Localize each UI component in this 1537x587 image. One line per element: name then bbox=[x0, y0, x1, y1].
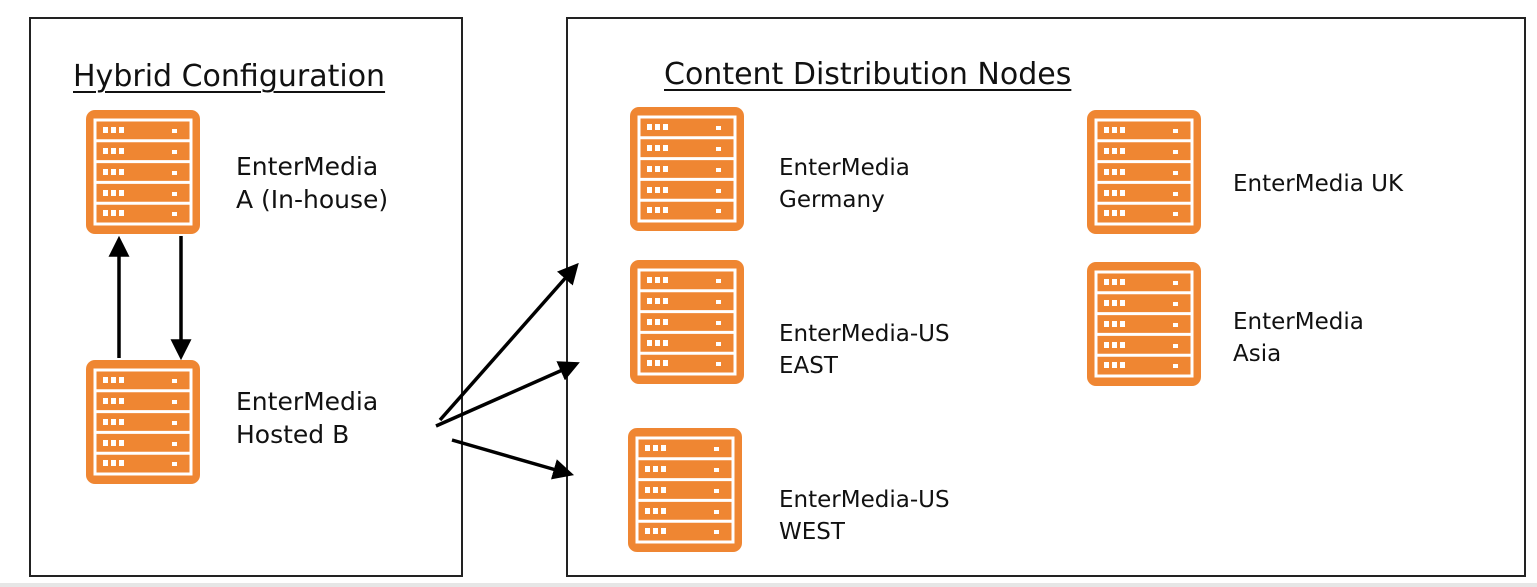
node-label-line: EnterMedia bbox=[779, 155, 910, 181]
arrow-b-to-germany bbox=[438, 262, 579, 422]
node-label-a: EnterMedia A (In-house) bbox=[236, 150, 388, 216]
node-label-line: EnterMedia bbox=[236, 152, 379, 181]
node-label-line: A (In-house) bbox=[236, 185, 389, 214]
node-label-asia: EnterMedia Asia bbox=[1233, 306, 1364, 370]
cdn-panel-title: Content Distribution Nodes bbox=[664, 57, 1072, 92]
node-label-germany: EnterMedia Germany bbox=[779, 152, 910, 216]
bottom-edge bbox=[0, 583, 1537, 587]
node-label-us-west: EnterMedia-US WEST bbox=[779, 484, 950, 548]
node-label-line: EnterMedia UK bbox=[1233, 171, 1404, 197]
node-label-line: EnterMedia-US bbox=[779, 487, 950, 513]
node-label-us-east: EnterMedia-US EAST bbox=[779, 318, 950, 382]
node-label-b: EnterMedia Hosted B bbox=[236, 385, 378, 451]
node-label-uk: EnterMedia UK bbox=[1233, 168, 1403, 200]
node-label-line: WEST bbox=[779, 519, 845, 545]
node-label-line: EnterMedia bbox=[236, 387, 379, 416]
arrow-b-to-us-west bbox=[451, 438, 575, 480]
node-label-line: EAST bbox=[779, 353, 838, 379]
arrow-b-to-us-east bbox=[435, 361, 580, 428]
node-label-line: EnterMedia bbox=[1233, 309, 1364, 335]
node-label-line: Germany bbox=[779, 187, 885, 213]
node-label-line: Hosted B bbox=[236, 420, 350, 449]
node-label-line: EnterMedia-US bbox=[779, 321, 950, 347]
hybrid-panel-title: Hybrid Configuration bbox=[73, 59, 386, 94]
node-label-line: Asia bbox=[1233, 341, 1282, 367]
